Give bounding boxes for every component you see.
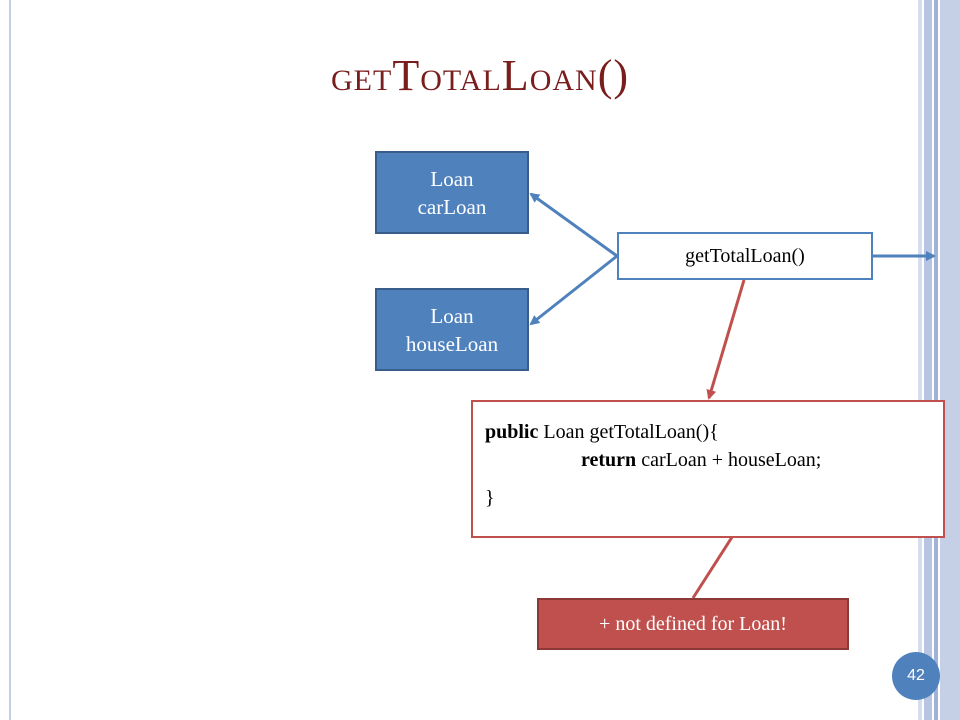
method-label: getTotalLoan(): [685, 244, 805, 267]
page-number: 42: [907, 667, 925, 684]
houseloan-name: houseLoan: [405, 331, 499, 356]
houseloan-type: Loan: [430, 303, 474, 328]
carloan-type: Loan: [430, 166, 474, 191]
title-part: OAN: [529, 64, 598, 97]
title-part: L: [501, 51, 530, 100]
right-decor-band: [934, 0, 938, 720]
title-part: OTAL: [420, 64, 502, 97]
arrow-to-houseloan: [529, 254, 618, 326]
code-text: carLoan + houseLoan;: [636, 449, 822, 471]
right-decor-band: [940, 0, 960, 720]
title-part: (): [597, 51, 629, 100]
code-keyword: public: [485, 421, 539, 443]
error-label: + not defined for Loan!: [599, 612, 787, 635]
code-block: public Loan getTotalLoan(){ return carLo…: [471, 400, 945, 538]
error-box: + not defined for Loan!: [537, 598, 849, 650]
arrow-to-code: [706, 279, 746, 400]
method-box: getTotalLoan(): [617, 232, 873, 280]
slide-title: GETTOTALLOAN(): [0, 50, 960, 101]
carloan-box: Loan carLoan: [375, 151, 529, 234]
arrow-to-carloan: [529, 192, 618, 258]
code-line-2: return carLoan + houseLoan;: [485, 446, 943, 474]
page-number-badge: 42: [892, 652, 940, 700]
carloan-name: carLoan: [417, 194, 487, 219]
left-border-rule: [9, 0, 11, 720]
code-line-1: public Loan getTotalLoan(){: [485, 418, 943, 446]
houseloan-box: Loan houseLoan: [375, 288, 529, 371]
code-line-3: }: [485, 487, 495, 509]
right-decor-band: [918, 0, 922, 720]
title-part: GET: [331, 64, 393, 97]
code-keyword: return: [581, 449, 637, 471]
houseloan-text: Loan houseLoan: [406, 302, 498, 358]
title-part: T: [392, 51, 421, 100]
carloan-text: Loan carLoan: [418, 165, 487, 221]
right-decor-band: [924, 0, 932, 720]
code-text: Loan getTotalLoan(){: [538, 421, 719, 443]
